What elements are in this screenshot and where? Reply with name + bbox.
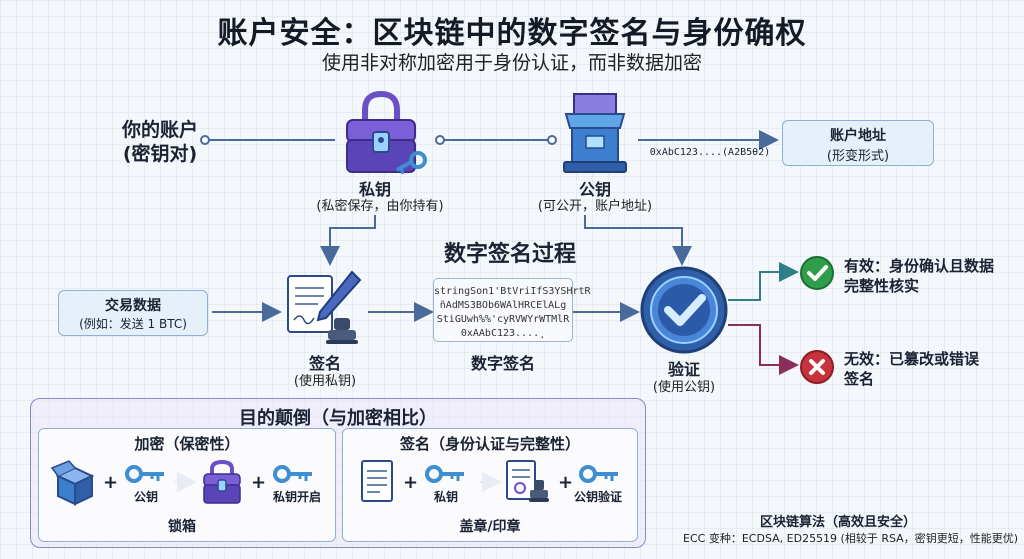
signature-line: 0xAAbC123....¸ (460, 328, 546, 339)
private-key-label: 私钥 (358, 180, 391, 199)
locked-chest-small-icon (200, 459, 244, 506)
valid-check-icon (800, 256, 834, 290)
algorithm-title: 区块链算法（高效且安全） (759, 515, 916, 530)
signature-box: stringSon1'BtVriIfS3YSHrtR ñAdMS3BOb6WAl… (433, 278, 591, 342)
process-title: 数字签名过程 (443, 242, 576, 267)
private-key-sub: (私密保存，由你持有) (316, 199, 444, 214)
transaction-title: 交易数据 (105, 298, 161, 314)
plus-sign: + (558, 472, 574, 493)
key-icon (424, 462, 468, 486)
signature-line: StiGUwh%%'cyRVWYrWTMlR (436, 314, 570, 325)
sign-label: 签名 (308, 354, 341, 373)
encryption-title: 加密（保密性） (134, 435, 240, 453)
key-icon (272, 462, 316, 486)
signing-public-key-verify: 公钥验证 (573, 490, 622, 504)
verify-label: 验证 (667, 360, 700, 379)
signing-bottom-label: 盖章/印章 (459, 519, 521, 535)
encrypt-private-key-open: 私钥开启 (272, 490, 321, 504)
encrypt-bottom-label: 锁箱 (168, 519, 196, 535)
account-line2: (密钥对) (122, 143, 198, 165)
key-icon (578, 462, 622, 486)
algorithm-sub: ECC 变种：ECDSA, ED25519 (相较于 RSA，密钥更短，性能更优… (683, 532, 1018, 545)
valid-outcome: 有效：身份确认且数据 完整性核实 (844, 256, 1019, 296)
transaction-sub: (例如：发送 1 BTC) (79, 317, 187, 331)
invalid-line1: 无效：已篡改或错误 (844, 350, 980, 368)
account-label: 你的账户 (密钥对) (100, 118, 220, 166)
page-subtitle: 使用非对称加密用于身份认证，而非数据加密 (321, 52, 702, 74)
public-key-label: 公钥 (578, 180, 611, 199)
document-pen-stamp-icon (282, 268, 368, 348)
document-icon (358, 458, 396, 504)
verify-sub: (使用公钥) (652, 380, 716, 395)
public-mailbox-icon (552, 88, 638, 176)
signature-line: stringSon1'BtVriIfS3YSHrtR (434, 286, 591, 297)
address-box-title: 账户地址 (830, 128, 886, 144)
signing-private-key: 私钥 (433, 490, 458, 504)
address-box: 账户地址 (形变形式) (782, 120, 934, 166)
signing-title: 签名（身份认证与完整性） (399, 435, 580, 453)
account-line1: 你的账户 (121, 119, 198, 141)
plus-sign: + (251, 472, 267, 493)
signature-line: ñAdMS3BOb6WAlHRCElALg (439, 300, 567, 311)
page-title: 账户安全：区块链中的数字签名与身份确权 (217, 16, 807, 51)
valid-line1: 有效：身份确认且数据 (844, 257, 995, 275)
plus-sign: + (103, 472, 119, 493)
invalid-x-icon (800, 350, 834, 384)
transaction-box: 交易数据 (例如：发送 1 BTC) (58, 290, 208, 336)
open-box-icon (50, 460, 100, 506)
address-value: 0xAbC123....(A2B5θ2) (649, 147, 771, 158)
invalid-outcome: 无效：已篡改或错误 签名 (844, 349, 1019, 389)
address-box-sub: (形变形式) (826, 149, 890, 164)
locked-chest-icon (335, 88, 440, 178)
invalid-line2: 签名 (844, 370, 875, 388)
sign-sub: (使用私钥) (293, 374, 357, 389)
encrypt-public-key: 公钥 (133, 490, 158, 504)
signature-label: 数字签名 (470, 354, 535, 373)
valid-line2: 完整性核实 (844, 277, 920, 295)
key-icon (124, 462, 168, 486)
purpose-title: 目的颠倒（与加密相比） (239, 408, 437, 429)
plus-sign: + (403, 472, 419, 493)
verify-check-icon (638, 264, 730, 356)
stamped-document-icon (504, 458, 552, 506)
public-key-sub: (可公开，账户地址) (537, 199, 653, 214)
